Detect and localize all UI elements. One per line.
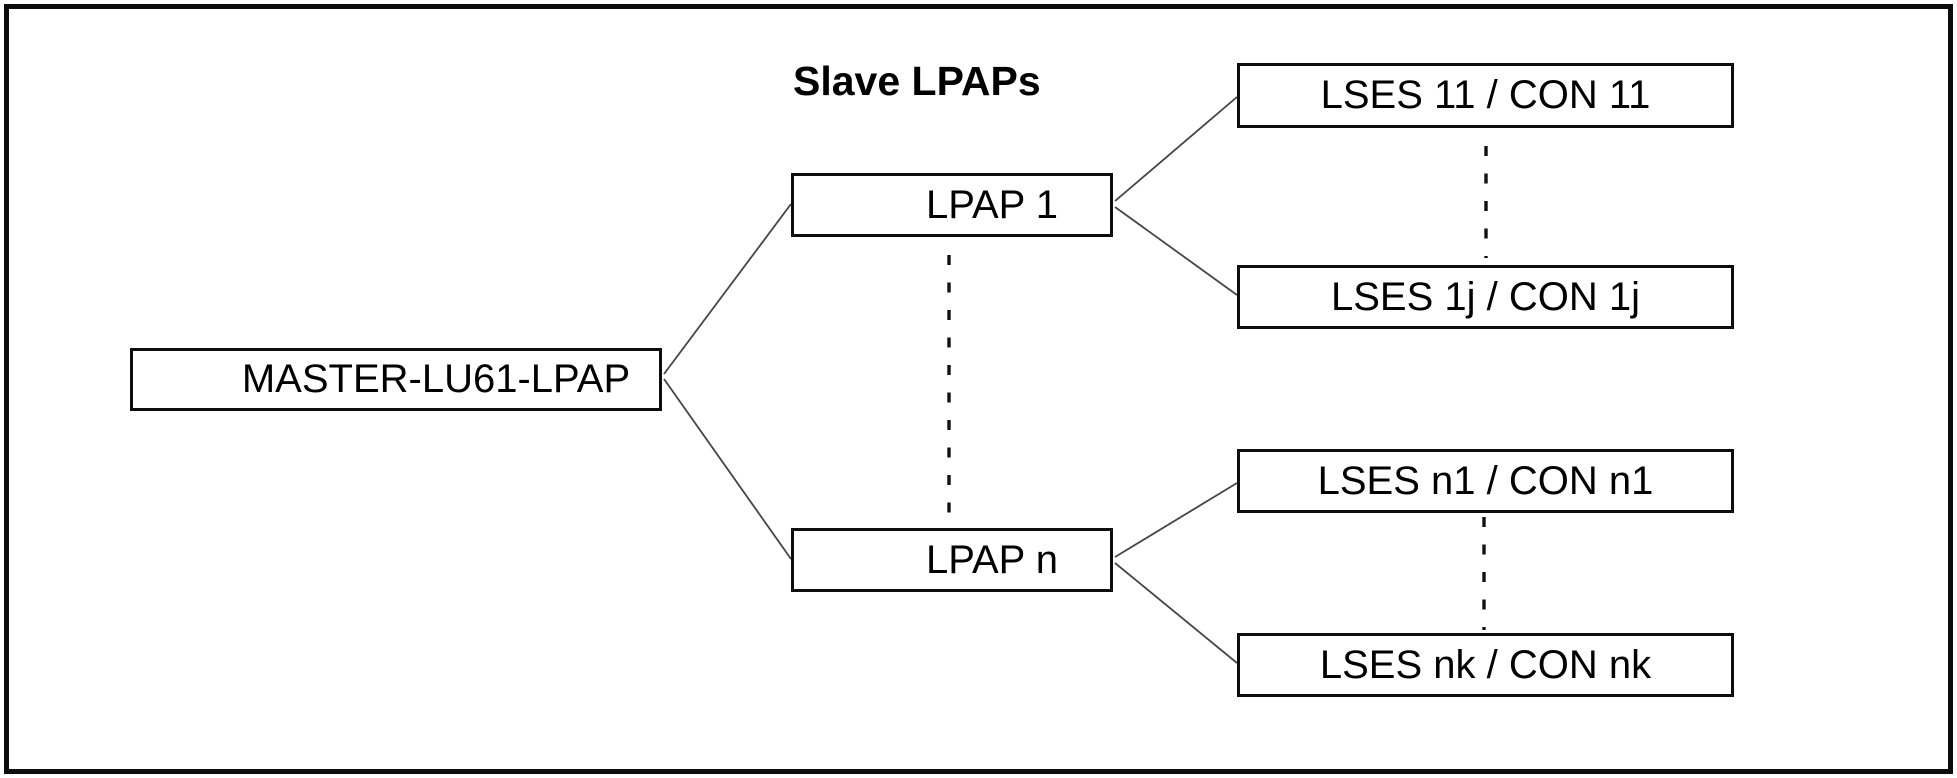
edge-master-lpapn: [663, 378, 792, 560]
node-label: LSES 11 / CON 11: [1320, 73, 1651, 117]
node-label: LSES n1 / CON n1: [1317, 458, 1654, 503]
diagram-title: Slave LPAPs: [793, 58, 1041, 104]
node-label: LSES nk / CON nk: [1319, 642, 1652, 687]
node-lses1j-con1j: LSES 1j / CON 1j: [1237, 265, 1734, 329]
node-master-lu61-lpap: MASTER-LU61-LPAP: [130, 348, 662, 411]
edge-master-lpap1: [663, 203, 792, 375]
edge-lpapn-lsesn1: [1114, 482, 1238, 558]
edge-lpap1-lses1j: [1114, 206, 1238, 296]
node-lsesn1-conn1: LSES n1 / CON n1: [1237, 449, 1734, 513]
node-label: LPAP 1: [926, 182, 1058, 227]
node-lsesnk-connk: LSES nk / CON nk: [1237, 633, 1734, 697]
outer-border: [4, 4, 1953, 774]
edge-lpap1-lses11: [1114, 96, 1238, 202]
node-label: MASTER-LU61-LPAP: [241, 357, 631, 401]
edge-lpapn-lsesnk: [1114, 562, 1238, 664]
node-lpap-1: LPAP 1: [791, 173, 1113, 237]
node-label: LPAP n: [926, 537, 1058, 582]
node-label: LSES 1j / CON 1j: [1330, 274, 1640, 319]
node-lses11-con11: LSES 11 / CON 11: [1237, 63, 1734, 128]
node-lpap-n: LPAP n: [791, 528, 1113, 592]
